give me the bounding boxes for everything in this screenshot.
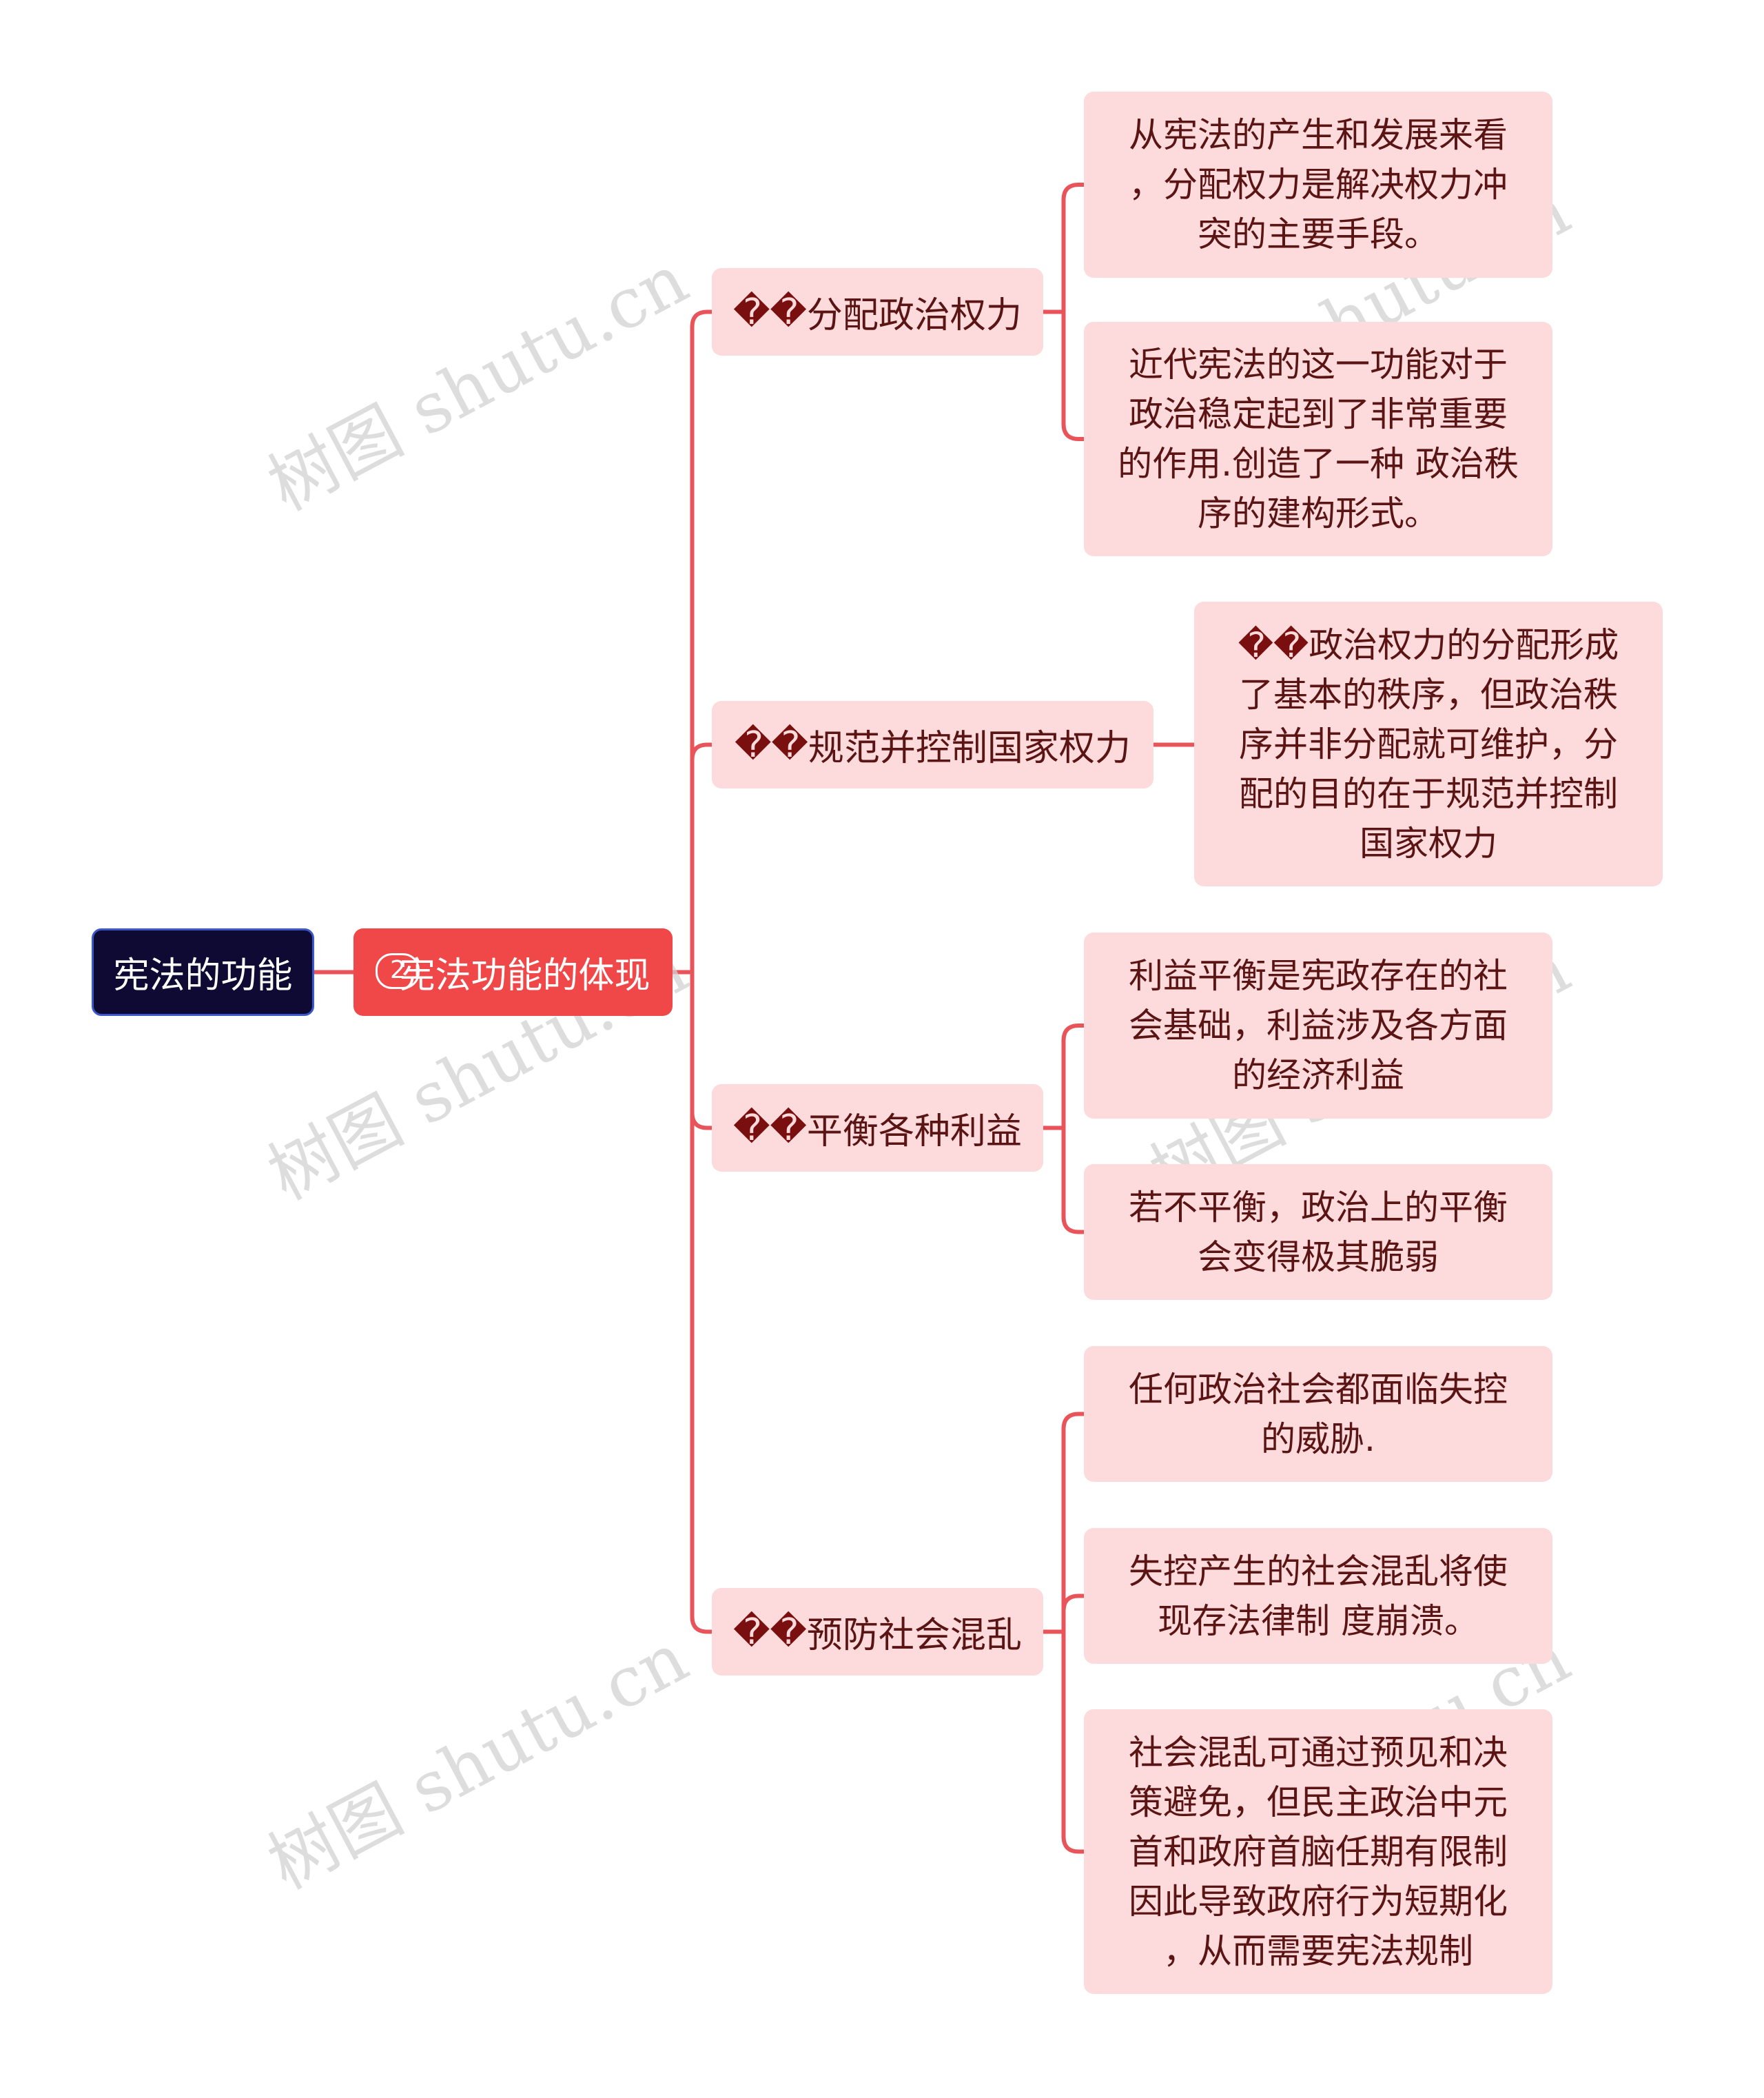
leaf-node[interactable]: 利益平衡是宪政存在的社 会基础，利益涉及各方面 的经济利益 xyxy=(1084,933,1552,1119)
number-marker-icon: 2 xyxy=(376,953,420,989)
bullet-icon: �� xyxy=(733,1107,807,1149)
connector-branch-leaves xyxy=(1061,183,1086,314)
main-topic-node[interactable]: 2 宪法功能的体现 xyxy=(353,928,673,1016)
leaf-node[interactable]: ��政治权力的分配形成 了基本的秩序，但政治秩 序并非分配就可维护，分 配的目的… xyxy=(1194,602,1663,886)
bullet-icon: �� xyxy=(733,1611,807,1653)
branch-label: 分配政治权力 xyxy=(806,295,1022,336)
connector-branch-leaves xyxy=(1061,1126,1086,1234)
leaf-text: 利益平衡是宪政存在的社 会基础，利益涉及各方面 的经济利益 xyxy=(1129,956,1508,1095)
branch-label: 规范并控制国家权力 xyxy=(808,728,1131,769)
connector-main-branches xyxy=(690,970,714,1634)
leaf-node[interactable]: 失控产生的社会混乱将使 现存法律制 度崩溃。 xyxy=(1084,1528,1552,1664)
branch-label: 预防社会混乱 xyxy=(806,1615,1022,1656)
connector-main-branches xyxy=(690,970,714,1130)
leaf-node[interactable]: 从宪法的产生和发展来看 ，分配权力是解决权力冲 突的主要手段。 xyxy=(1084,92,1552,278)
leaf-text: 社会混乱可通过预见和决 策避免，但民主政治中元 首和政府首脑任期有限制 因此导致… xyxy=(1129,1732,1508,1971)
connector-branch-leaves xyxy=(1061,1593,1086,1634)
leaf-text: 近代宪法的这一功能对于 政治稳定起到了非常重要 的作用.创造了一种 政治秩 序的… xyxy=(1118,345,1519,533)
leaf-text: 失控产生的社会混乱将使 现存法律制 度崩溃。 xyxy=(1129,1551,1508,1641)
bullet-icon: �� xyxy=(733,291,807,333)
root-node[interactable]: 宪法的功能 xyxy=(92,928,314,1016)
leaf-text: 从宪法的产生和发展来看 ，分配权力是解决权力冲 突的主要手段。 xyxy=(1129,115,1508,254)
connector-main-branches xyxy=(690,309,714,975)
branch-label: 平衡各种利益 xyxy=(806,1111,1022,1152)
branch-node-balance-interests[interactable]: ��平衡各种利益 xyxy=(712,1084,1043,1172)
leaf-text: 若不平衡，政治上的平衡 会变得极其脆弱 xyxy=(1129,1187,1508,1277)
leaf-text: 任何政治社会都面临失控 的威胁. xyxy=(1129,1369,1508,1459)
connector-main-branches xyxy=(690,742,714,975)
branch-node-allocate-power[interactable]: ��分配政治权力 xyxy=(712,268,1043,356)
branch-node-regulate-power[interactable]: ��规范并控制国家权力 xyxy=(712,701,1153,788)
bullet-icon: �� xyxy=(1238,624,1309,665)
connector-branch-leaves xyxy=(1061,309,1086,441)
bullet-icon: �� xyxy=(735,724,808,766)
leaf-node[interactable]: 任何政治社会都面临失控 的威胁. xyxy=(1084,1346,1552,1482)
leaf-text: 政治权力的分配形成 了基本的秩序，但政治秩 序并非分配就可维护，分 配的目的在于… xyxy=(1238,624,1619,864)
branch-node-prevent-disorder[interactable]: ��预防社会混乱 xyxy=(712,1588,1043,1676)
root-node-label: 宪法的功能 xyxy=(113,955,293,997)
connector-branch-leaves xyxy=(1061,1023,1086,1130)
connector-branch-leaves xyxy=(1061,1629,1086,1854)
leaf-node[interactable]: 若不平衡，政治上的平衡 会变得极其脆弱 xyxy=(1084,1164,1552,1300)
leaf-node[interactable]: 社会混乱可通过预见和决 策避免，但民主政治中元 首和政府首脑任期有限制 因此导致… xyxy=(1084,1709,1552,1994)
connector-branch-leaves xyxy=(1061,1412,1086,1634)
leaf-node[interactable]: 近代宪法的这一功能对于 政治稳定起到了非常重要 的作用.创造了一种 政治秩 序的… xyxy=(1084,322,1552,556)
main-topic-label: 宪法功能的体现 xyxy=(399,955,650,997)
